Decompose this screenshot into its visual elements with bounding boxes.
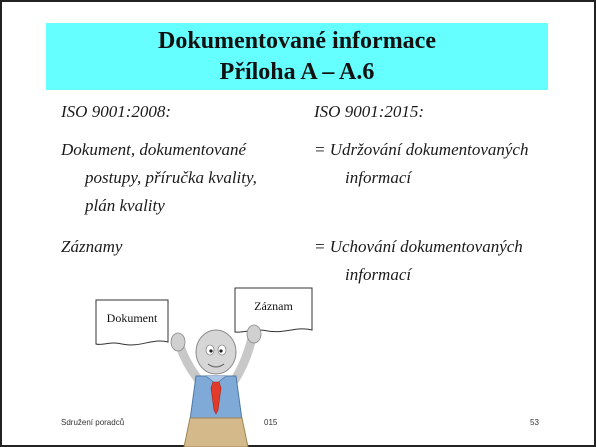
right-item2-line2: informací [345,265,412,284]
right-item1-line2: informací [345,168,412,187]
figure-illustration [95,287,313,447]
left-item1-line3: plán kvality [85,196,165,215]
left-header: ISO 9001:2008: [61,102,172,121]
left-item1-line1: Dokument, dokumentované [61,140,247,159]
page-number: 53 [530,418,539,427]
footer-center: 015 [264,418,278,427]
title-box: Dokumentované informace Příloha A – A.6 [46,23,548,90]
record-label: Záznam [254,299,293,313]
right-header: ISO 9001:2015: [314,102,425,121]
footer-left: Sdružení poradců [61,418,125,427]
record-right-icon [234,287,313,333]
right-item2-line1: = Uchování dokumentovaných [314,237,523,256]
title-line-2: Příloha A – A.6 [219,59,375,85]
left-item1-line2: postupy, příručka kvality, [85,168,257,187]
document-left-icon [95,299,169,346]
left-item2: Záznamy [61,237,123,256]
document-label: Dokument [106,311,158,325]
title-line-1: Dokumentované informace [158,28,436,54]
right-item1-line1: = Udržování dokumentovaných [314,140,529,159]
